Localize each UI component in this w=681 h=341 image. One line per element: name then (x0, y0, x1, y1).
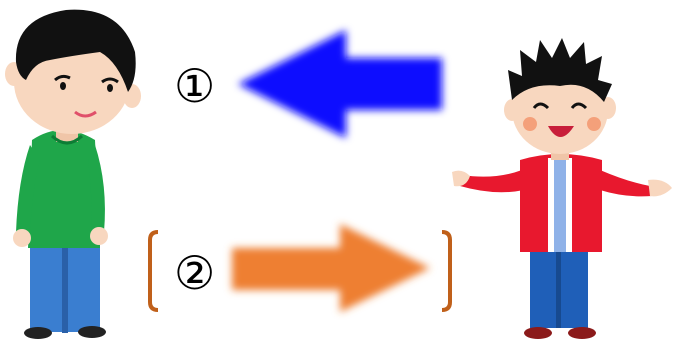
bracket-right (441, 230, 452, 312)
right-person-mouth (548, 126, 574, 137)
left-person-hand-right (90, 227, 108, 245)
marker-1: ① (174, 59, 215, 113)
right-person-hand-right (648, 179, 672, 197)
right-person-hair (508, 38, 612, 102)
right-person-shoe-left (524, 327, 552, 339)
left-person-shoe-left (24, 327, 52, 339)
left-person-shirt (28, 130, 100, 248)
right-person-face (512, 66, 608, 154)
left-person-hand-left (13, 229, 31, 247)
left-person-hair (15, 9, 136, 92)
left-person (5, 9, 141, 339)
right-person (452, 38, 672, 339)
bracket-left (148, 230, 159, 312)
left-person-shoe-right (78, 326, 106, 338)
arrow-right-icon (232, 224, 430, 312)
arrow-left-icon (238, 30, 442, 138)
marker-2: ② (174, 246, 215, 300)
right-person-hand-left (452, 170, 470, 187)
right-person-shoe-right (568, 327, 596, 339)
